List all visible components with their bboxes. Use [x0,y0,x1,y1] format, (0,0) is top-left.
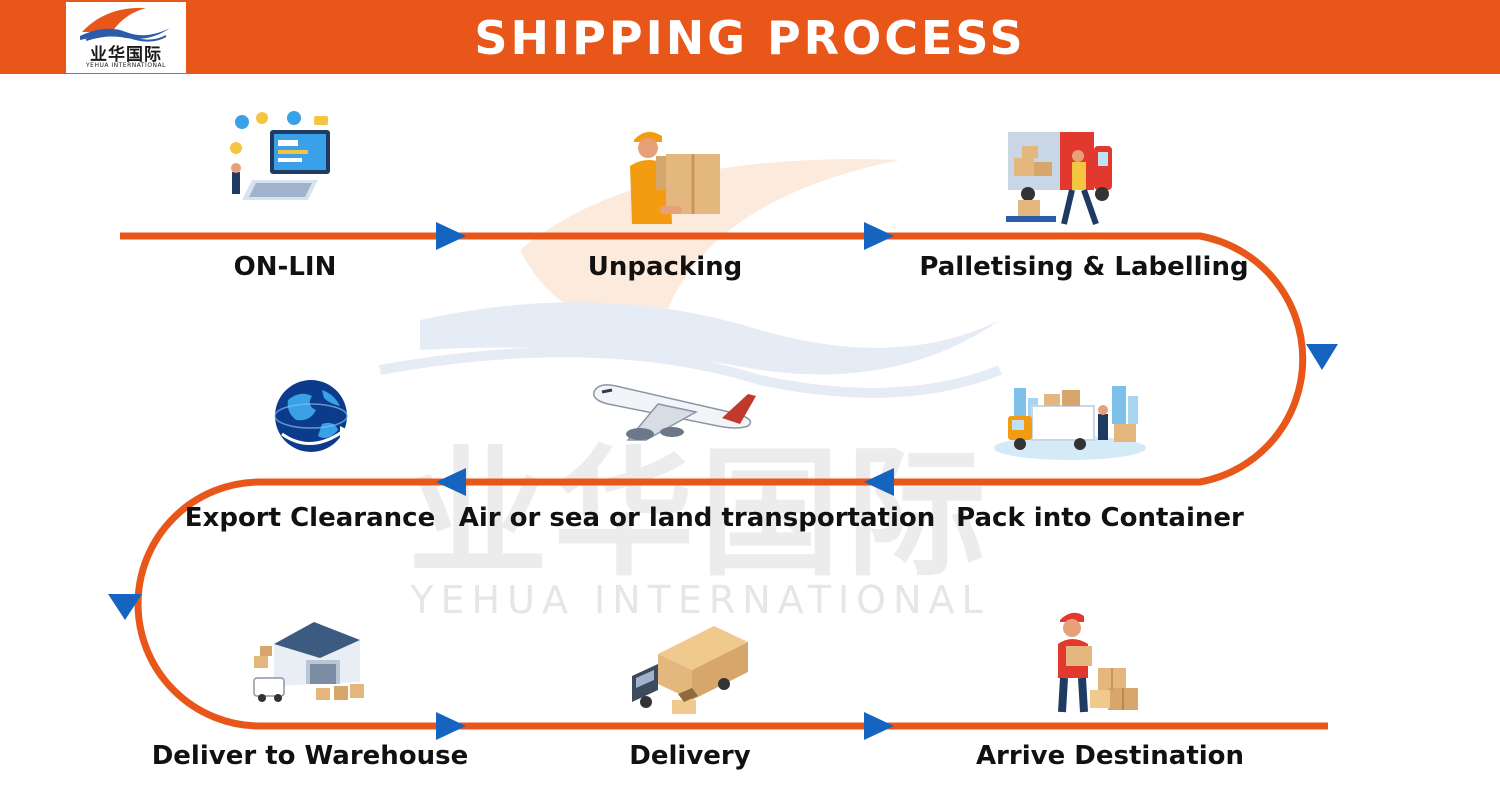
step-label-pack-into-container: Pack into Container [956,503,1244,533]
step-label-transportation: Air or sea or land transportation [458,503,936,533]
flow-arrow-4 [864,468,894,496]
container-truck-icon [994,386,1146,460]
step-label-palletising: Palletising & Labelling [919,252,1249,282]
courier-with-boxes-icon [1058,612,1138,713]
flow-arrow-7 [436,712,466,740]
step-label-deliver-to-warehouse: Deliver to Warehouse [151,741,469,771]
flow-arrow-3 [1306,344,1338,370]
delivery-truck-icon [632,626,748,714]
step-label-arrive-destination: Arrive Destination [975,741,1245,771]
step-label-export-clearance: Export Clearance [184,503,436,533]
truck-loading-pallet-icon [1006,132,1112,225]
logo-english-name: YEHUA INTERNATIONAL [86,62,166,69]
airplane-icon [593,384,756,441]
warehouse-icon [253,622,364,702]
logo-chinese-name: 业华国际 [90,45,162,65]
worker-carrying-box-icon [630,131,720,224]
step-label-online: ON-LIN [233,252,337,282]
step-label-unpacking: Unpacking [587,252,743,282]
page-title: SHIPPING PROCESS [474,11,1026,65]
logo-wave-icon [80,7,170,42]
watermark-english-text: YEHUA INTERNATIONAL [410,578,990,622]
flow-arrow-6 [108,594,142,620]
globe-icon [274,380,348,452]
flow-arrow-8 [864,712,894,740]
company-logo: 业华国际 YEHUA INTERNATIONAL [66,2,186,73]
watermark-chinese-text: 业华国际 [407,433,992,596]
online-computer-icon [230,111,330,200]
flow-arrow-1 [436,222,466,250]
flow-arrow-2 [864,222,894,250]
step-label-delivery: Delivery [629,741,751,771]
flow-line-row-1 [120,232,1328,730]
flow-arrow-5 [436,468,466,496]
header-bar: 业华国际 YEHUA INTERNATIONAL SHIPPING PROCES… [0,0,1500,74]
